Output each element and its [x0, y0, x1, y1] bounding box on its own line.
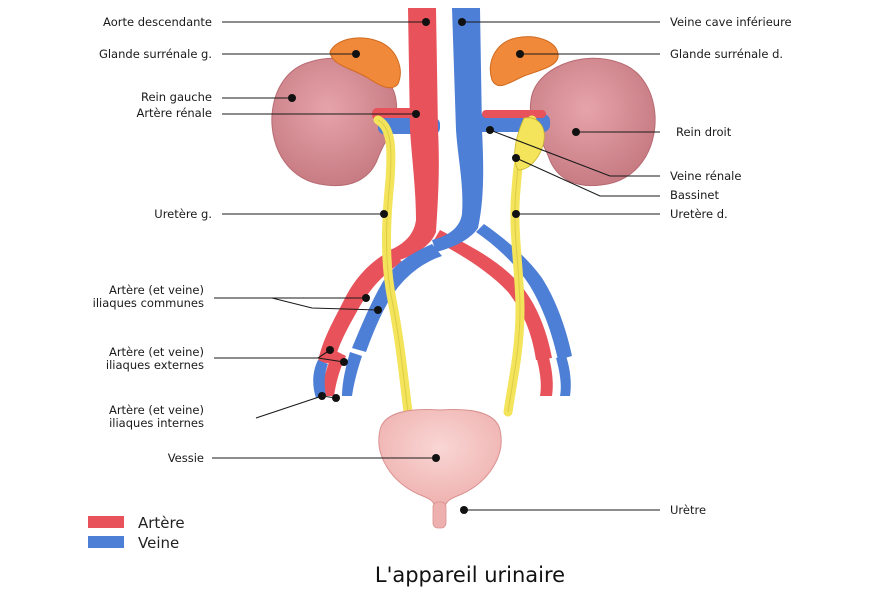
- legend-label-vein: Veine: [138, 534, 179, 552]
- label-iliaques-internes-line1: Artère (et veine): [109, 403, 204, 417]
- label-rein-gauche: Rein gauche: [141, 90, 212, 104]
- legend: Artère Veine: [88, 514, 185, 552]
- right-renal-artery: [482, 110, 546, 118]
- labels-left: Aorte descendante Glande surrénale g. Re…: [93, 15, 212, 465]
- label-vessie: Vessie: [168, 451, 204, 465]
- right-common-iliac-artery: [434, 230, 552, 360]
- legend-swatch-artery: [88, 516, 124, 528]
- label-veine-cave-inferieure: Veine cave inférieure: [670, 15, 792, 29]
- label-iliaques-communes-line2: iliaques communes: [93, 296, 204, 310]
- label-rein-droit: Rein droit: [676, 125, 732, 139]
- bladder: [379, 410, 501, 504]
- labels-right: Veine cave inférieure Glande surrénale d…: [670, 15, 792, 517]
- legend-label-artery: Artère: [138, 514, 185, 532]
- label-glande-surrenale-d: Glande surrénale d.: [670, 47, 783, 61]
- label-iliaques-externes-line1: Artère (et veine): [109, 345, 204, 359]
- anatomy: [272, 8, 655, 528]
- label-iliaques-communes-line1: Artère (et veine): [109, 283, 204, 297]
- label-aorte-descendante: Aorte descendante: [103, 15, 212, 29]
- right-external-iliac-vein: [556, 356, 571, 396]
- label-glande-surrenale-g: Glande surrénale g.: [99, 47, 212, 61]
- urethra: [433, 502, 446, 528]
- label-uretere-d: Uretère d.: [670, 207, 728, 221]
- inferior-vena-cava: [432, 8, 483, 252]
- label-artere-renale: Artère rénale: [136, 106, 212, 120]
- label-iliaques-internes-line2: iliaques internes: [109, 416, 204, 430]
- label-uretre: Urètre: [670, 503, 706, 517]
- label-iliaques-externes-line2: iliaques externes: [106, 358, 204, 372]
- label-uretere-g: Uretère g.: [154, 207, 212, 221]
- legend-swatch-vein: [88, 536, 124, 548]
- diagram-title: L'appareil urinaire: [375, 563, 565, 587]
- label-veine-renale: Veine rénale: [670, 169, 741, 183]
- label-bassinet: Bassinet: [670, 188, 719, 202]
- right-external-iliac-artery: [536, 354, 553, 396]
